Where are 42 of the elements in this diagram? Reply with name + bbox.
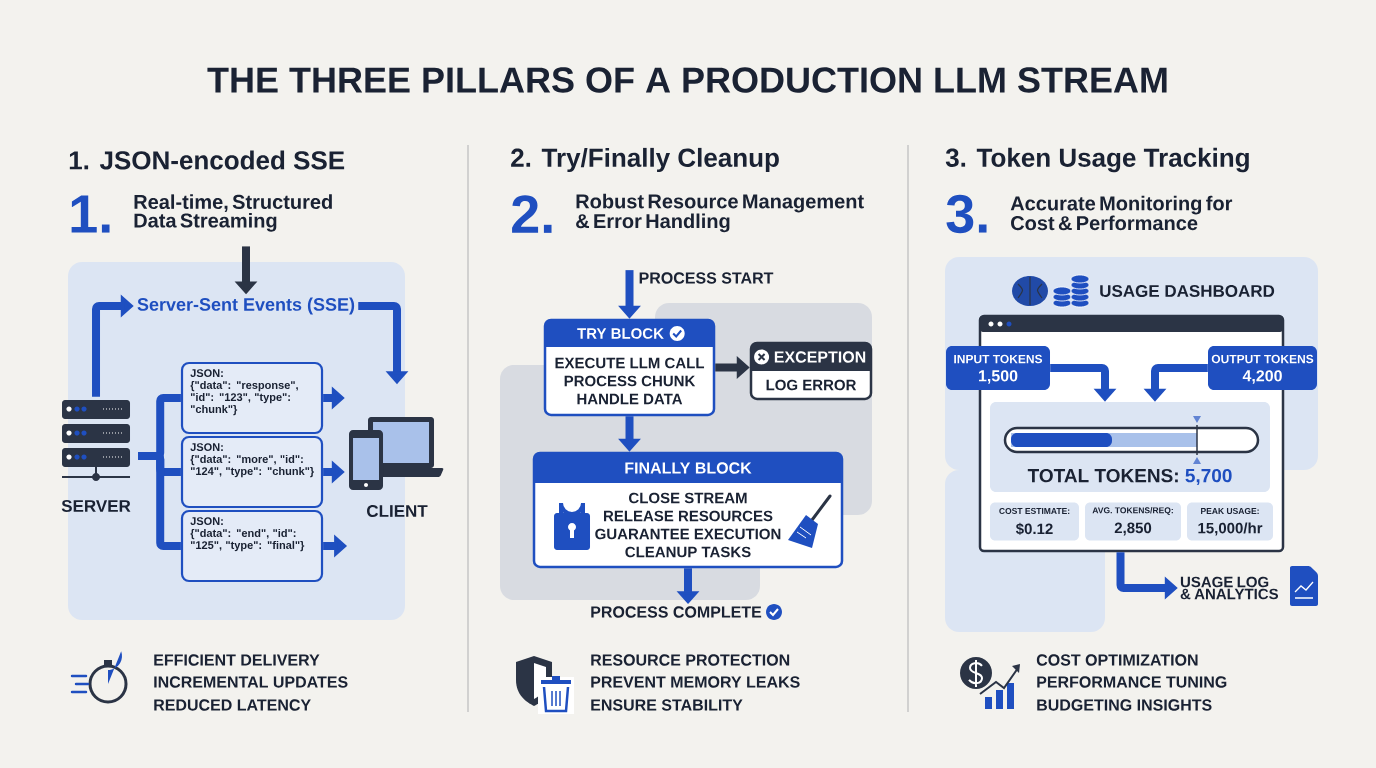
benefit-item: COST OPTIMIZATION [1036, 654, 1198, 666]
subtitle: Real-time, Structured Data Streaming [134, 194, 332, 232]
node-label: COST ESTIMATE: [999, 507, 1070, 514]
node-label: CLIENT [367, 504, 428, 518]
metric-card: AVG. TOKENS/REQ: 2,850 [1085, 502, 1181, 541]
column-heading: 1. JSON-encoded SSE [69, 150, 345, 170]
node-label: $0.12 [1015, 522, 1053, 536]
step-label: PROCESS START [639, 272, 774, 284]
server-drawing: SERVER [61, 400, 131, 512]
benefit-item: EFFICIENT DELIVERY [154, 654, 320, 666]
benefit-item: BUDGETING INSIGHTS [1037, 699, 1212, 711]
metric-card: PEAK USAGE: 15,000/hr [1187, 502, 1273, 541]
subtitle: Accurate Monitoring for Cost & Performance [1010, 195, 1233, 231]
metric-card: COST ESTIMATE: $0.12 [990, 502, 1079, 541]
benefit-item: INCREMENTAL UPDATES [154, 676, 348, 688]
subtitle: Robust Resource Management & Error Handling [576, 193, 864, 233]
benefit-item: RESOURCE PROTECTION [591, 654, 790, 666]
step-numeral: 2. [512, 195, 552, 233]
benefit-item: ENSURE STABILITY [591, 699, 743, 711]
total-tokens-panel: TOTAL TOKENS: 5,700 [990, 402, 1270, 492]
client-drawing: CLIENT [349, 417, 444, 517]
step-numeral: 3. [946, 194, 987, 234]
json-message-box: JSON: {"data": "response", "id": "123", "type": "chunk"} [180, 361, 324, 435]
try-block: TRY BLOCK EXECUTE LLM CALL PROCESS CHUNK HANDLE DATA [543, 318, 716, 417]
node-label: SERVER [61, 499, 131, 513]
token-count-box: INPUT TOKENS 1,500 [946, 346, 1050, 390]
token-count-box: OUTPUT TOKENS 4,200 [1208, 346, 1317, 390]
benefit-item: REDUCED LATENCY [154, 699, 311, 711]
json-message-box: JSON: {"data": "more", "id": "124", "type": "chunk"} [180, 435, 324, 509]
node-label: USAGE DASHBOARD [1100, 284, 1275, 298]
output-label: USAGE LOG & ANALYTICS [1180, 576, 1279, 600]
benefit-item: PREVENT MEMORY LEAKS [591, 676, 800, 688]
benefit-item: PERFORMANCE TUNING [1037, 676, 1227, 688]
step-numeral: 1. [71, 195, 110, 233]
title: THE THREE PILLARS OF A PRODUCTION LLM STREAM [207, 67, 1167, 93]
finally-block: FINALLY BLOCK CLOSE STREAM RELEASE RESOURCES GUARANTEE EXECUTION CLEANUP TASKS [532, 451, 844, 569]
json-message-box: JSON: {"data": "end", "id": "125", "type": "final"} [180, 509, 324, 583]
column-heading: 2. Try/Finally Cleanup [511, 147, 779, 173]
protocol-label: Server-Sent Events (SSE) [137, 297, 355, 315]
step-label: PROCESS COMPLETE [591, 606, 762, 618]
column-heading: 3. Token Usage Tracking [945, 147, 1249, 173]
exception-box: EXCEPTION LOG ERROR [749, 341, 873, 401]
